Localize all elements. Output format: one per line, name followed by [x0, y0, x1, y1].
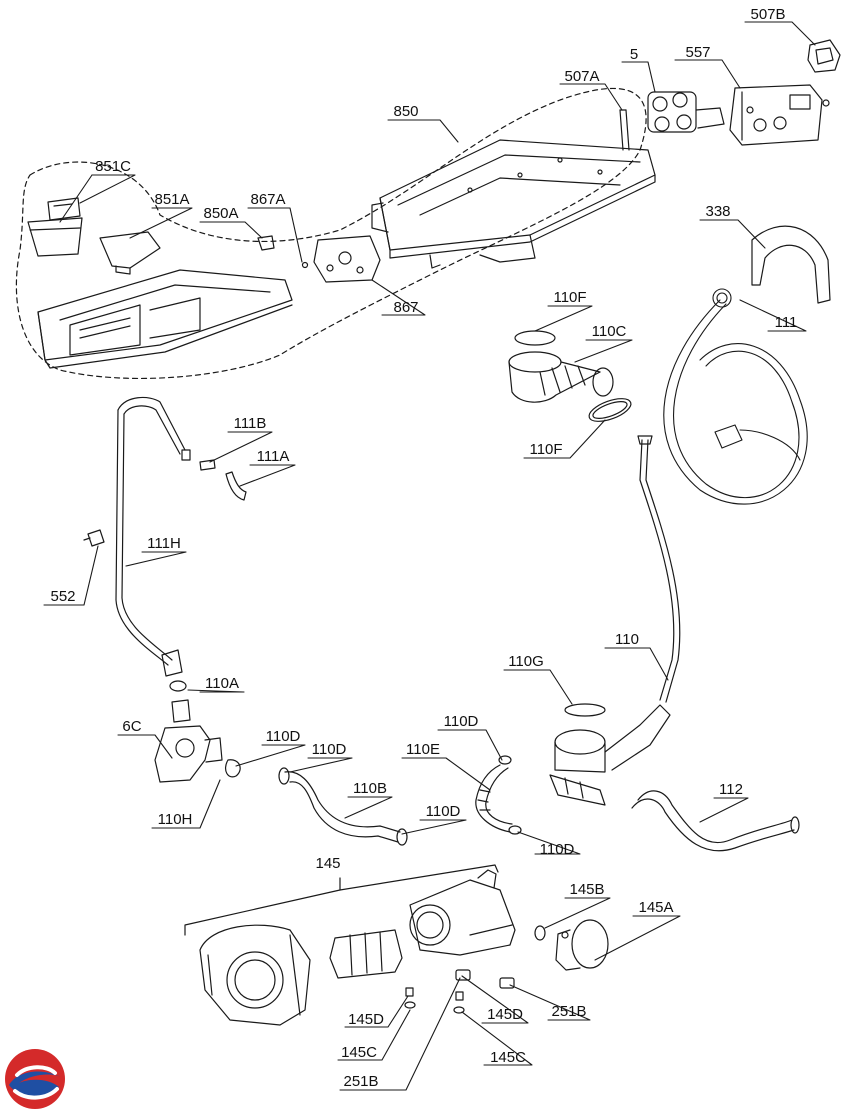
label-110A: 110A — [205, 675, 239, 692]
label-507A: 507A — [564, 68, 600, 85]
label-110D-pump: 110D — [265, 728, 301, 745]
detergent-drawer — [37, 269, 293, 369]
label-145B: 145B — [569, 881, 605, 898]
ring-110G — [564, 703, 606, 717]
pump-motor-145A — [555, 919, 609, 971]
leader-lines — [43, 21, 816, 1091]
gasket-145B — [534, 925, 546, 941]
group-bracket-145 — [184, 864, 499, 936]
fasteners — [404, 969, 515, 1014]
label-867: 867 — [393, 299, 419, 316]
label-6C: 6C — [122, 718, 142, 735]
label-110B: 110B — [353, 780, 387, 797]
label-507B: 507B — [750, 6, 786, 23]
hose-bracket-338 — [751, 225, 831, 304]
label-251B-right: 251B — [551, 1003, 587, 1020]
pump-6C — [154, 680, 241, 783]
label-850A: 850A — [203, 205, 239, 222]
parts-111A-111B — [199, 459, 247, 501]
clip-507B — [807, 39, 841, 73]
bellows-110C — [508, 330, 632, 422]
pump-cover — [199, 924, 311, 1026]
label-110D-hose-left: 110D — [311, 741, 347, 758]
label-557: 557 — [685, 44, 711, 61]
hose-110E — [475, 755, 522, 835]
label-145: 145 — [315, 855, 341, 872]
sump-assembly — [549, 704, 671, 806]
pin-507A — [619, 109, 630, 151]
drain-pump-body — [409, 869, 516, 956]
label-552: 552 — [50, 588, 76, 605]
label-112: 112 — [719, 781, 743, 798]
drain-filter — [329, 929, 403, 979]
label-867A: 867A — [250, 191, 286, 208]
label-110E: 110E — [406, 741, 440, 758]
part-850A — [257, 235, 275, 251]
label-851A: 851A — [154, 191, 190, 208]
label-338: 338 — [705, 203, 731, 220]
label-145C-right: 145C — [490, 1049, 526, 1066]
hose-110B — [278, 767, 408, 846]
hose-111H — [115, 396, 191, 677]
label-111H: 111H — [147, 535, 181, 552]
label-110F-bottom: 110F — [529, 441, 563, 458]
label-251B-left: 251B — [343, 1073, 379, 1090]
label-110D-middle: 110D — [425, 803, 461, 820]
label-850: 850 — [393, 103, 419, 120]
drawer-housing-850 — [371, 139, 656, 269]
label-851C: 851C — [95, 158, 131, 175]
label-110G: 110G — [508, 653, 544, 670]
drain-hose-110 — [637, 435, 681, 703]
label-110F-top: 110F — [553, 289, 587, 306]
label-110D-top: 110D — [443, 713, 479, 730]
label-5: 5 — [629, 46, 639, 63]
brand-logo-icon — [5, 1049, 65, 1109]
inlet-hose-111 — [663, 288, 808, 505]
label-111: 111 — [774, 314, 798, 331]
softener-cup-851C — [27, 197, 83, 257]
actuator-867 — [301, 235, 381, 283]
screw-552 — [83, 529, 105, 547]
label-145D-right: 145D — [487, 1006, 523, 1023]
label-145D-left: 145D — [348, 1011, 384, 1028]
label-110: 110 — [615, 631, 639, 648]
dashed-group-outline — [15, 87, 647, 380]
drain-hose-112 — [631, 790, 800, 852]
label-111A: 111A — [256, 448, 290, 465]
water-valve-5 — [647, 91, 725, 133]
label-145A: 145A — [638, 899, 674, 916]
label-110D-bottom: 110D — [539, 841, 575, 858]
label-111B: 111B — [233, 415, 267, 432]
control-board-557 — [729, 84, 830, 146]
label-145C-left: 145C — [341, 1044, 377, 1061]
label-110C: 110C — [591, 323, 627, 340]
label-110H: 110H — [157, 811, 193, 828]
